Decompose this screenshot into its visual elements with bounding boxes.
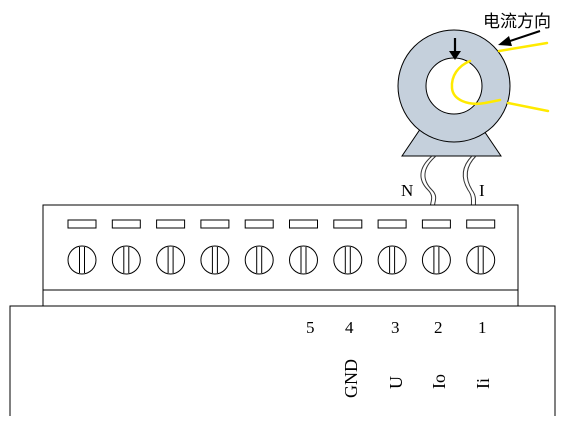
screw-terminal-icon [111,245,141,275]
terminal-row [67,219,496,275]
screw-terminal-icon [156,245,186,275]
terminal-slot [466,219,496,229]
sensor-hole [425,57,483,115]
device-enclosure [9,305,556,416]
terminal-slot [67,219,97,229]
primary-wire [450,41,550,113]
pin-label-gnd: GND [341,359,361,398]
screw-terminal-icon [421,245,451,275]
lead-label-n: N [401,181,413,200]
terminal-slot [200,219,230,229]
pin-number: 1 [478,318,487,337]
screw-terminal-icon [377,245,407,275]
terminal-slot [156,219,186,229]
pin-number: 5 [306,318,315,337]
lead-label-i: I [479,181,485,200]
pin-label-ii: Ii [473,378,493,389]
screw-terminal-icon [200,245,230,275]
screw-terminal-icon [289,245,318,275]
screw-terminal-icon [67,245,97,275]
sensor-leads [420,155,477,211]
terminal-slot [289,219,318,229]
terminal-slot [333,219,363,229]
enclosure-outline [9,305,556,416]
direction-pointer-arrow [498,30,541,46]
pin-number: 4 [345,318,354,337]
terminal-slot [244,219,274,229]
screw-terminal-icon [333,245,363,275]
current-direction-arrow-icon [449,38,461,60]
pin-number: 3 [391,318,400,337]
pin-labels: GND U Io Ii [341,359,493,398]
terminal-slot [377,219,407,229]
pin-numbers: 5 4 3 2 1 [306,318,487,337]
pin-label-io: Io [429,374,449,389]
current-sensor [397,29,511,157]
screw-terminal-icon [244,245,274,275]
screw-terminal-icon [466,245,496,275]
pin-label-u: U [386,376,406,389]
current-direction-label: 电流方向 [483,12,551,32]
terminal-slot [111,219,141,229]
terminal-slot [421,219,451,229]
terminal-block [42,204,519,307]
pin-number: 2 [434,318,443,337]
